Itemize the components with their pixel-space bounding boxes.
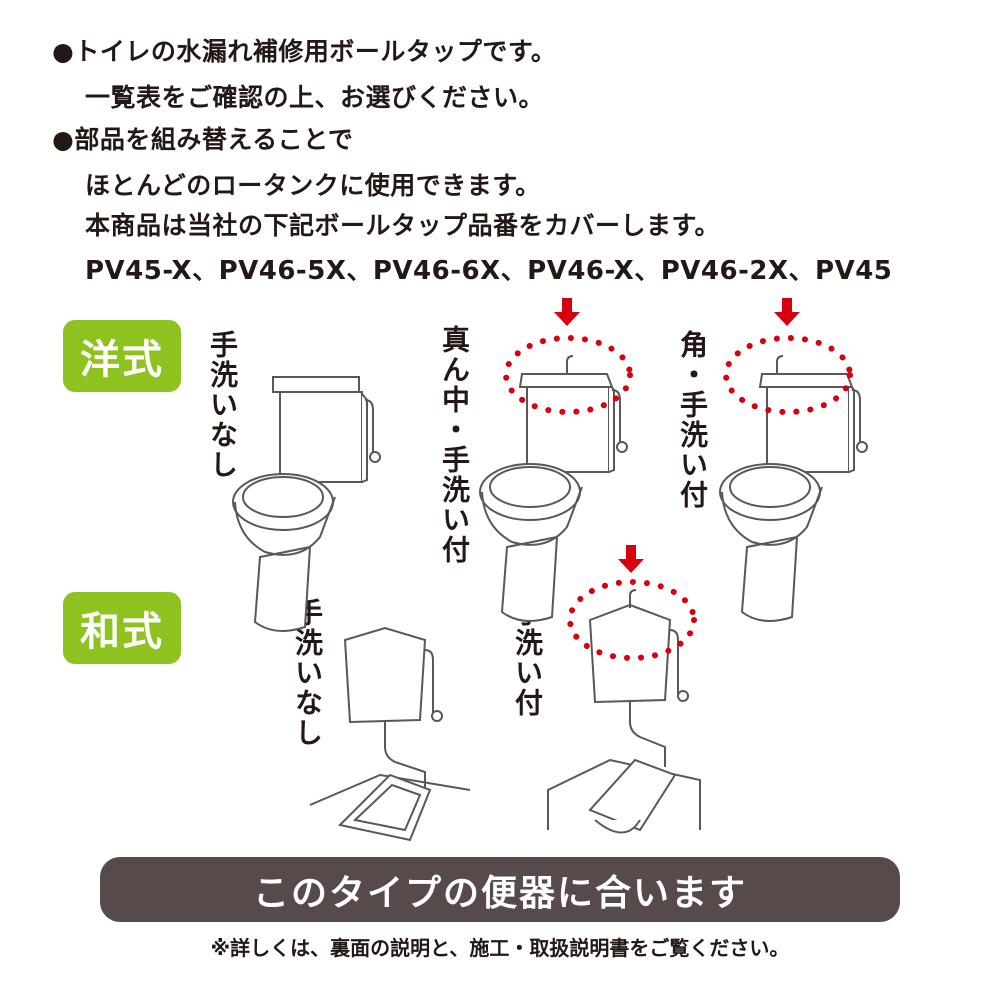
label-western-corner-basin: 角・手洗い付 — [676, 330, 709, 510]
highlight-circle — [723, 335, 853, 415]
highlight-circle — [567, 579, 697, 661]
western-toilet-center-basin — [479, 355, 628, 622]
footnote: ※詳しくは、裏面の説明と、施工・取扱説明書をご覧ください。 — [210, 936, 790, 960]
western-badge: 洋式 — [63, 320, 181, 392]
japanese-toilet-basin — [547, 589, 701, 834]
western-toilet-corner-basin — [719, 355, 868, 622]
red-arrow-icon — [554, 298, 580, 326]
compatibility-banner: このタイプの便器に合います — [100, 857, 900, 922]
red-arrow-icon — [774, 298, 800, 326]
intro-line-3: ●部品を組み替えることで — [52, 125, 354, 154]
red-arrow-icon — [618, 545, 644, 573]
label-western-center-basin: 真ん中・手洗い付 — [438, 325, 471, 565]
label-western-no-basin: 手洗いなし — [206, 330, 239, 480]
intro-line-1: ●トイレの水漏れ補修用ボールタップです。 — [52, 37, 557, 66]
western-toilet-no-basin — [232, 376, 381, 632]
intro-line-4: ほとんどのロータンクに使用できます。 — [85, 171, 541, 200]
japanese-toilet-no-basin — [309, 626, 471, 842]
intro-line-2: 一覧表をご確認の上、お選びください。 — [85, 83, 545, 112]
intro-line-5: 本商品は当社の下記ボールタップ品番をカバーします。 — [85, 211, 721, 240]
model-numbers: PV45-X、PV46-5X、PV46-6X、PV46-X、PV46-2X、PV… — [85, 256, 893, 286]
highlight-circle — [503, 335, 633, 415]
japanese-badge: 和式 — [63, 592, 181, 664]
